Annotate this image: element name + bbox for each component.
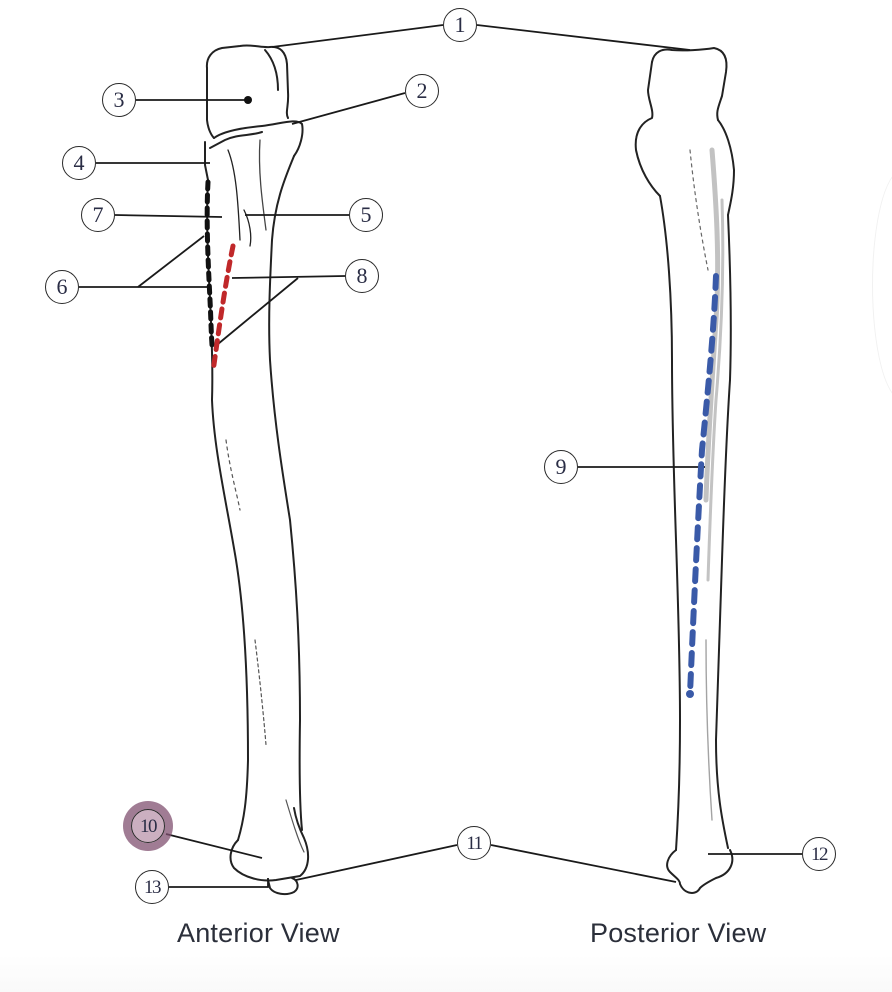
callout-11[interactable]: 11: [457, 826, 491, 860]
posterior-ulna-outline: [634, 47, 735, 894]
leader-lines: [79, 24, 802, 888]
callout-12[interactable]: 12: [802, 837, 836, 871]
black-dashed-border: [204, 179, 215, 348]
callout-number: 12: [811, 843, 829, 865]
callout-number: 5: [360, 202, 372, 227]
footer-band: [0, 955, 892, 992]
callout-number: 7: [92, 202, 104, 227]
blue-dashed-line: [687, 273, 719, 697]
point-marker: [244, 96, 252, 104]
callout-5[interactable]: 5: [349, 198, 383, 232]
anterior-ulna-outline: [204, 44, 310, 896]
callout-number: 1: [454, 12, 466, 37]
callout-8[interactable]: 8: [345, 259, 379, 293]
callout-number: 13: [144, 876, 162, 898]
callout-number: 6: [56, 274, 68, 299]
posterior-view-title: Posterior View: [590, 918, 767, 948]
callout-number: 2: [416, 78, 428, 103]
callout-number: 8: [356, 263, 368, 288]
callout-2[interactable]: 2: [405, 74, 439, 108]
callout-number: 10: [140, 815, 158, 837]
callout-number: 9: [555, 454, 567, 479]
callout-6[interactable]: 6: [45, 270, 79, 304]
callout-4[interactable]: 4: [62, 146, 96, 180]
callout-10-highlighted[interactable]: 10: [131, 809, 165, 843]
anterior-view-title: Anterior View: [177, 918, 340, 948]
callout-7[interactable]: 7: [81, 198, 115, 232]
callout-number: 11: [466, 832, 483, 854]
red-dashed-line: [210, 243, 236, 375]
callout-3[interactable]: 3: [102, 83, 136, 117]
callout-number: 3: [113, 87, 125, 112]
callout-9[interactable]: 9: [544, 450, 578, 484]
callout-1[interactable]: 1: [443, 8, 477, 42]
callout-number: 4: [73, 150, 85, 175]
callout-13[interactable]: 13: [135, 870, 169, 904]
